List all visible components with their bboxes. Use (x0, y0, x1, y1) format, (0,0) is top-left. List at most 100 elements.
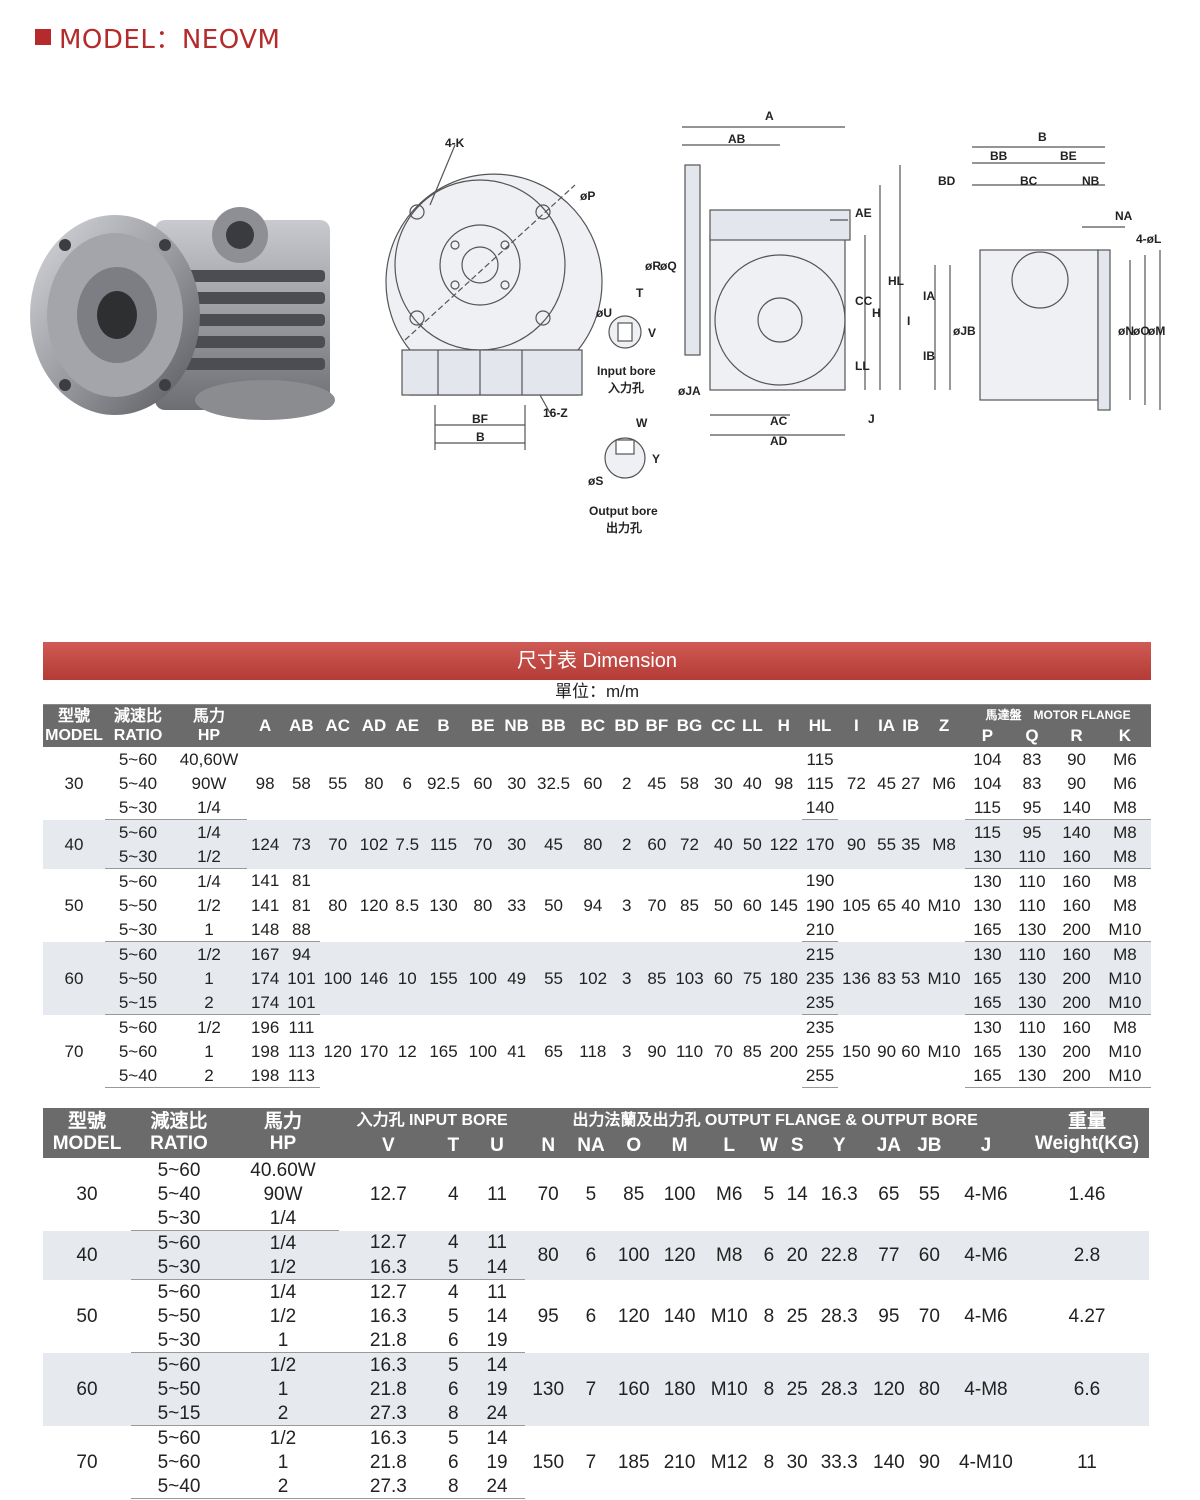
table-cell: M8 (1113, 895, 1137, 915)
table-cell: M8 (1098, 941, 1151, 966)
table-cell: 2 (621, 773, 632, 793)
weight-cell: 4.27 (1068, 1305, 1106, 1327)
dim-v-label: V (648, 326, 656, 340)
table-cell: 100 (464, 941, 501, 1015)
table-cell: 8.5 (395, 895, 420, 915)
output-cell: 65 (878, 1183, 900, 1205)
output-cell: 5 (585, 1183, 597, 1205)
dim-r-label: øR (645, 259, 661, 273)
table-cell: 165 (429, 1041, 458, 1061)
table-cell: 196 (250, 1017, 280, 1037)
output-cell: 30 (786, 1451, 808, 1473)
t-cell: 6 (447, 1451, 459, 1473)
weight-cell: 1.46 (1068, 1183, 1106, 1205)
table-cell: 130 (1009, 990, 1055, 1015)
table-cell: 148 (247, 917, 284, 942)
output-cell: M8 (702, 1230, 756, 1280)
dim-q-label: øQ (660, 259, 677, 273)
table-cell: 140 (1054, 819, 1099, 844)
ratio-cell: 5~60 (157, 1427, 201, 1449)
table-cell: 41 (507, 1041, 527, 1061)
table-cell: 130 (965, 941, 1010, 966)
table-cell: 5~60 (118, 749, 158, 769)
u-cell: 11 (487, 1183, 507, 1205)
table-cell: 190 (805, 871, 835, 891)
col-header: BE (464, 705, 501, 747)
output-cell: 150 (532, 1451, 565, 1473)
table-cell: 165 (973, 1041, 1002, 1061)
output-cell: 60 (911, 1230, 947, 1280)
table-cell: 113 (283, 1063, 320, 1088)
dim-ia-label: IA (923, 289, 935, 303)
table-cell: 198 (250, 1041, 280, 1061)
table-cell: 160 (1054, 844, 1099, 869)
table-cell: 85 (742, 1041, 762, 1061)
output-cell: 160 (610, 1352, 657, 1426)
table-cell: 60 (43, 941, 105, 1015)
output-cell: 20 (781, 1230, 813, 1280)
table-cell: 120 (359, 895, 389, 915)
output-cell: M10 (710, 1305, 748, 1327)
output-cell: 85 (623, 1183, 645, 1205)
output-cell: 4-M6 (964, 1305, 1008, 1327)
table-cell: 1/2 (197, 895, 221, 915)
table-cell: 1/4 (171, 795, 247, 820)
table-cell: 165 (965, 966, 1010, 990)
mf-col-header: P (965, 725, 1010, 747)
table-cell: 115 (422, 819, 465, 869)
input-col-header: U (468, 1133, 526, 1158)
weight-cell: 11 (1077, 1451, 1097, 1473)
u-cell: 14 (486, 1305, 508, 1327)
table-cell: 40 (901, 895, 921, 915)
table-cell: 81 (291, 895, 311, 915)
table-cell: 180 (765, 941, 802, 1015)
hp-cell: 1 (227, 1328, 339, 1353)
output-cell: M10 (702, 1352, 756, 1426)
model-cell: 40 (43, 1230, 131, 1280)
table-cell: 35 (898, 819, 923, 869)
table-cell: 165 (965, 990, 1010, 1015)
dimension-drawing: 4-K øP BF B 16-Z A AB AE øR øQ CC H HL L… (385, 109, 1165, 535)
table-cell: 83 (874, 941, 899, 1015)
table-cell: 160 (1062, 895, 1091, 915)
output-cell: 70 (537, 1183, 559, 1205)
table-cell: 72 (846, 773, 866, 793)
table-cell: 49 (500, 941, 533, 1015)
table-cell: 100 (319, 941, 356, 1015)
v-cell: 12.7 (369, 1281, 407, 1303)
output-cell: 55 (918, 1183, 940, 1205)
hp-cell: 1/4 (269, 1281, 297, 1303)
output-col-header: JA (865, 1133, 912, 1158)
dim-hl-label: HL (888, 274, 904, 288)
table-cell: 124 (247, 819, 284, 869)
output-col-header: O (610, 1133, 657, 1158)
table-cell: 2 (171, 1063, 247, 1088)
table-cell: 6 (402, 773, 412, 793)
ratio-cell: 5~30 (131, 1206, 227, 1231)
table-cell: 90 (838, 819, 875, 869)
output-cell: 95 (878, 1305, 900, 1327)
table-cell: 104 (973, 749, 1002, 769)
output-cell: 6 (755, 1230, 782, 1280)
table-cell: 5~60 (105, 819, 171, 844)
dim-o-label: øO (1133, 324, 1150, 338)
table-cell: 174 (247, 990, 284, 1015)
table-cell: 80 (328, 895, 348, 915)
v-cell: 21.8 (369, 1451, 407, 1473)
table-cell: 200 (1054, 990, 1099, 1015)
table-cell: 95 (1009, 795, 1055, 820)
output-cell: 8 (763, 1305, 775, 1327)
table-cell: 55 (532, 941, 575, 1015)
table-cell: 140 (1054, 795, 1099, 820)
page-title: MODEL：NEOVM (35, 22, 280, 55)
hp-cell: 1 (227, 1377, 339, 1401)
table-cell: M10 (927, 1041, 961, 1061)
table-cell: M8 (1098, 795, 1151, 820)
